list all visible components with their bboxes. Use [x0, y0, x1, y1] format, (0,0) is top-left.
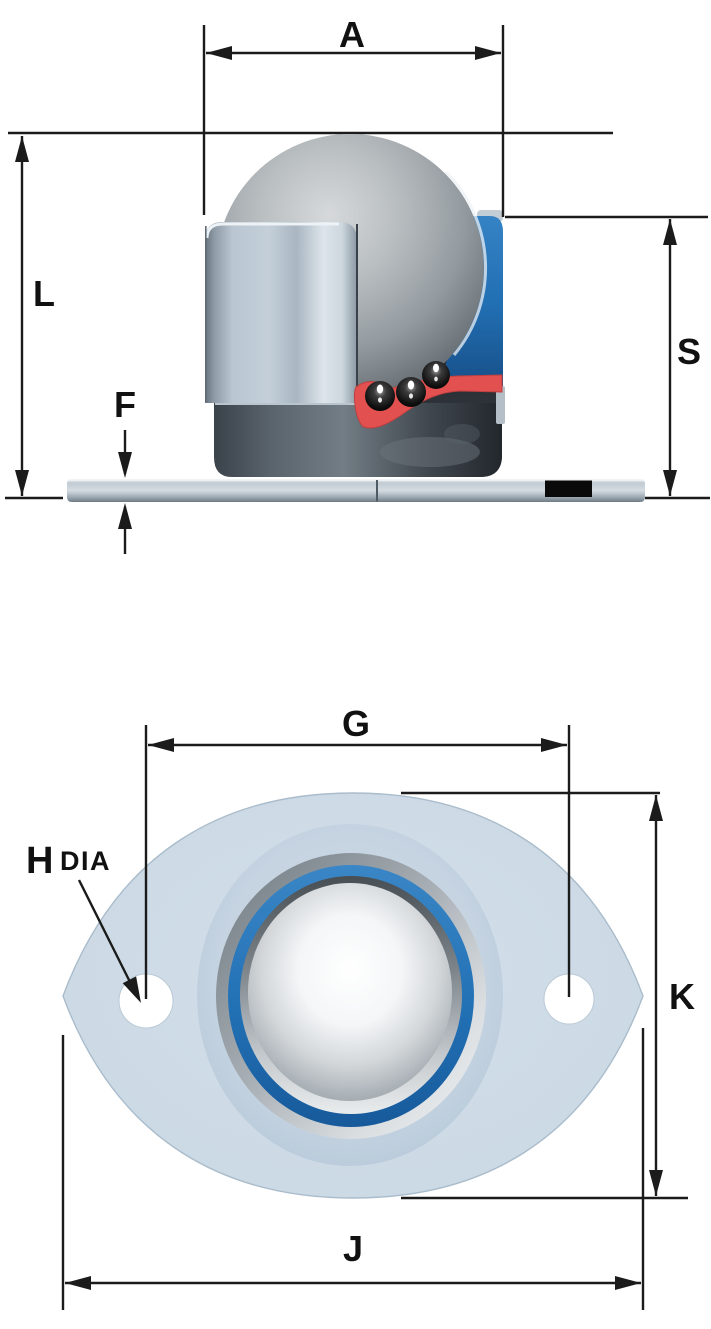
dim-g-arrow-right: [541, 738, 567, 752]
dim-label-f: F: [114, 384, 136, 425]
housing-front-shell: [205, 222, 357, 403]
bearing-ball-highlight: [407, 380, 415, 390]
bearing-ball: [422, 361, 450, 389]
dim-s-arrow-bottom: [663, 470, 677, 496]
dim-label-h: H: [26, 840, 53, 882]
dim-label-a: A: [339, 14, 365, 55]
dim-a-arrow-right: [475, 46, 501, 60]
interior-reflection-small: [444, 424, 480, 444]
dim-label-j: J: [343, 1228, 363, 1269]
flange-plate: [67, 479, 645, 502]
bearing-ball-highlight: [433, 363, 439, 373]
dim-h-leader-arrow: [122, 976, 141, 1003]
bearing-ball-highlight: [409, 393, 413, 399]
dim-k-arrow-bottom: [649, 1170, 663, 1196]
dim-label-l: L: [33, 273, 55, 314]
bearing-ball: [365, 381, 395, 411]
dim-label-k: K: [669, 976, 695, 1017]
bearing-ball-highlight: [378, 397, 382, 403]
dim-j-arrow-left: [65, 1276, 91, 1290]
dim-l-arrow-bottom: [15, 470, 29, 496]
dim-label-h-dia: DIA: [60, 846, 111, 876]
bottom-view: G H DIA K J: [26, 703, 695, 1310]
dim-k-arrow-top: [649, 795, 663, 821]
dim-f-arrow-up: [118, 503, 132, 529]
flange-black-band: [545, 480, 592, 497]
bearing-balls: [365, 361, 450, 411]
shell-top-highlight: [205, 222, 339, 239]
side-view-dimensions: A L S F: [5, 14, 710, 554]
bearing-ball: [396, 377, 426, 407]
bearing-ball-highlight: [376, 384, 384, 394]
side-section-view: A L S F: [5, 14, 710, 554]
dim-s-arrow-top: [663, 219, 677, 245]
main-ball-bottom-view: [248, 883, 452, 1101]
interior-reflection: [380, 437, 480, 467]
ball-cup-gap-highlight: [444, 170, 488, 356]
dim-j-arrow-right: [615, 1276, 641, 1290]
dim-h-leader-line: [77, 879, 137, 993]
dim-g-arrow-left: [148, 738, 174, 752]
dim-f-arrow-down: [118, 452, 132, 478]
bearing-ball-highlight: [434, 376, 438, 382]
dim-a-arrow-left: [206, 46, 232, 60]
outer-wall-sliver: [496, 386, 505, 424]
dim-l-arrow-top: [15, 136, 29, 162]
dim-label-g: G: [342, 703, 370, 744]
bottom-view-dimensions: G H DIA K J: [26, 703, 695, 1310]
dim-label-s: S: [677, 331, 701, 372]
